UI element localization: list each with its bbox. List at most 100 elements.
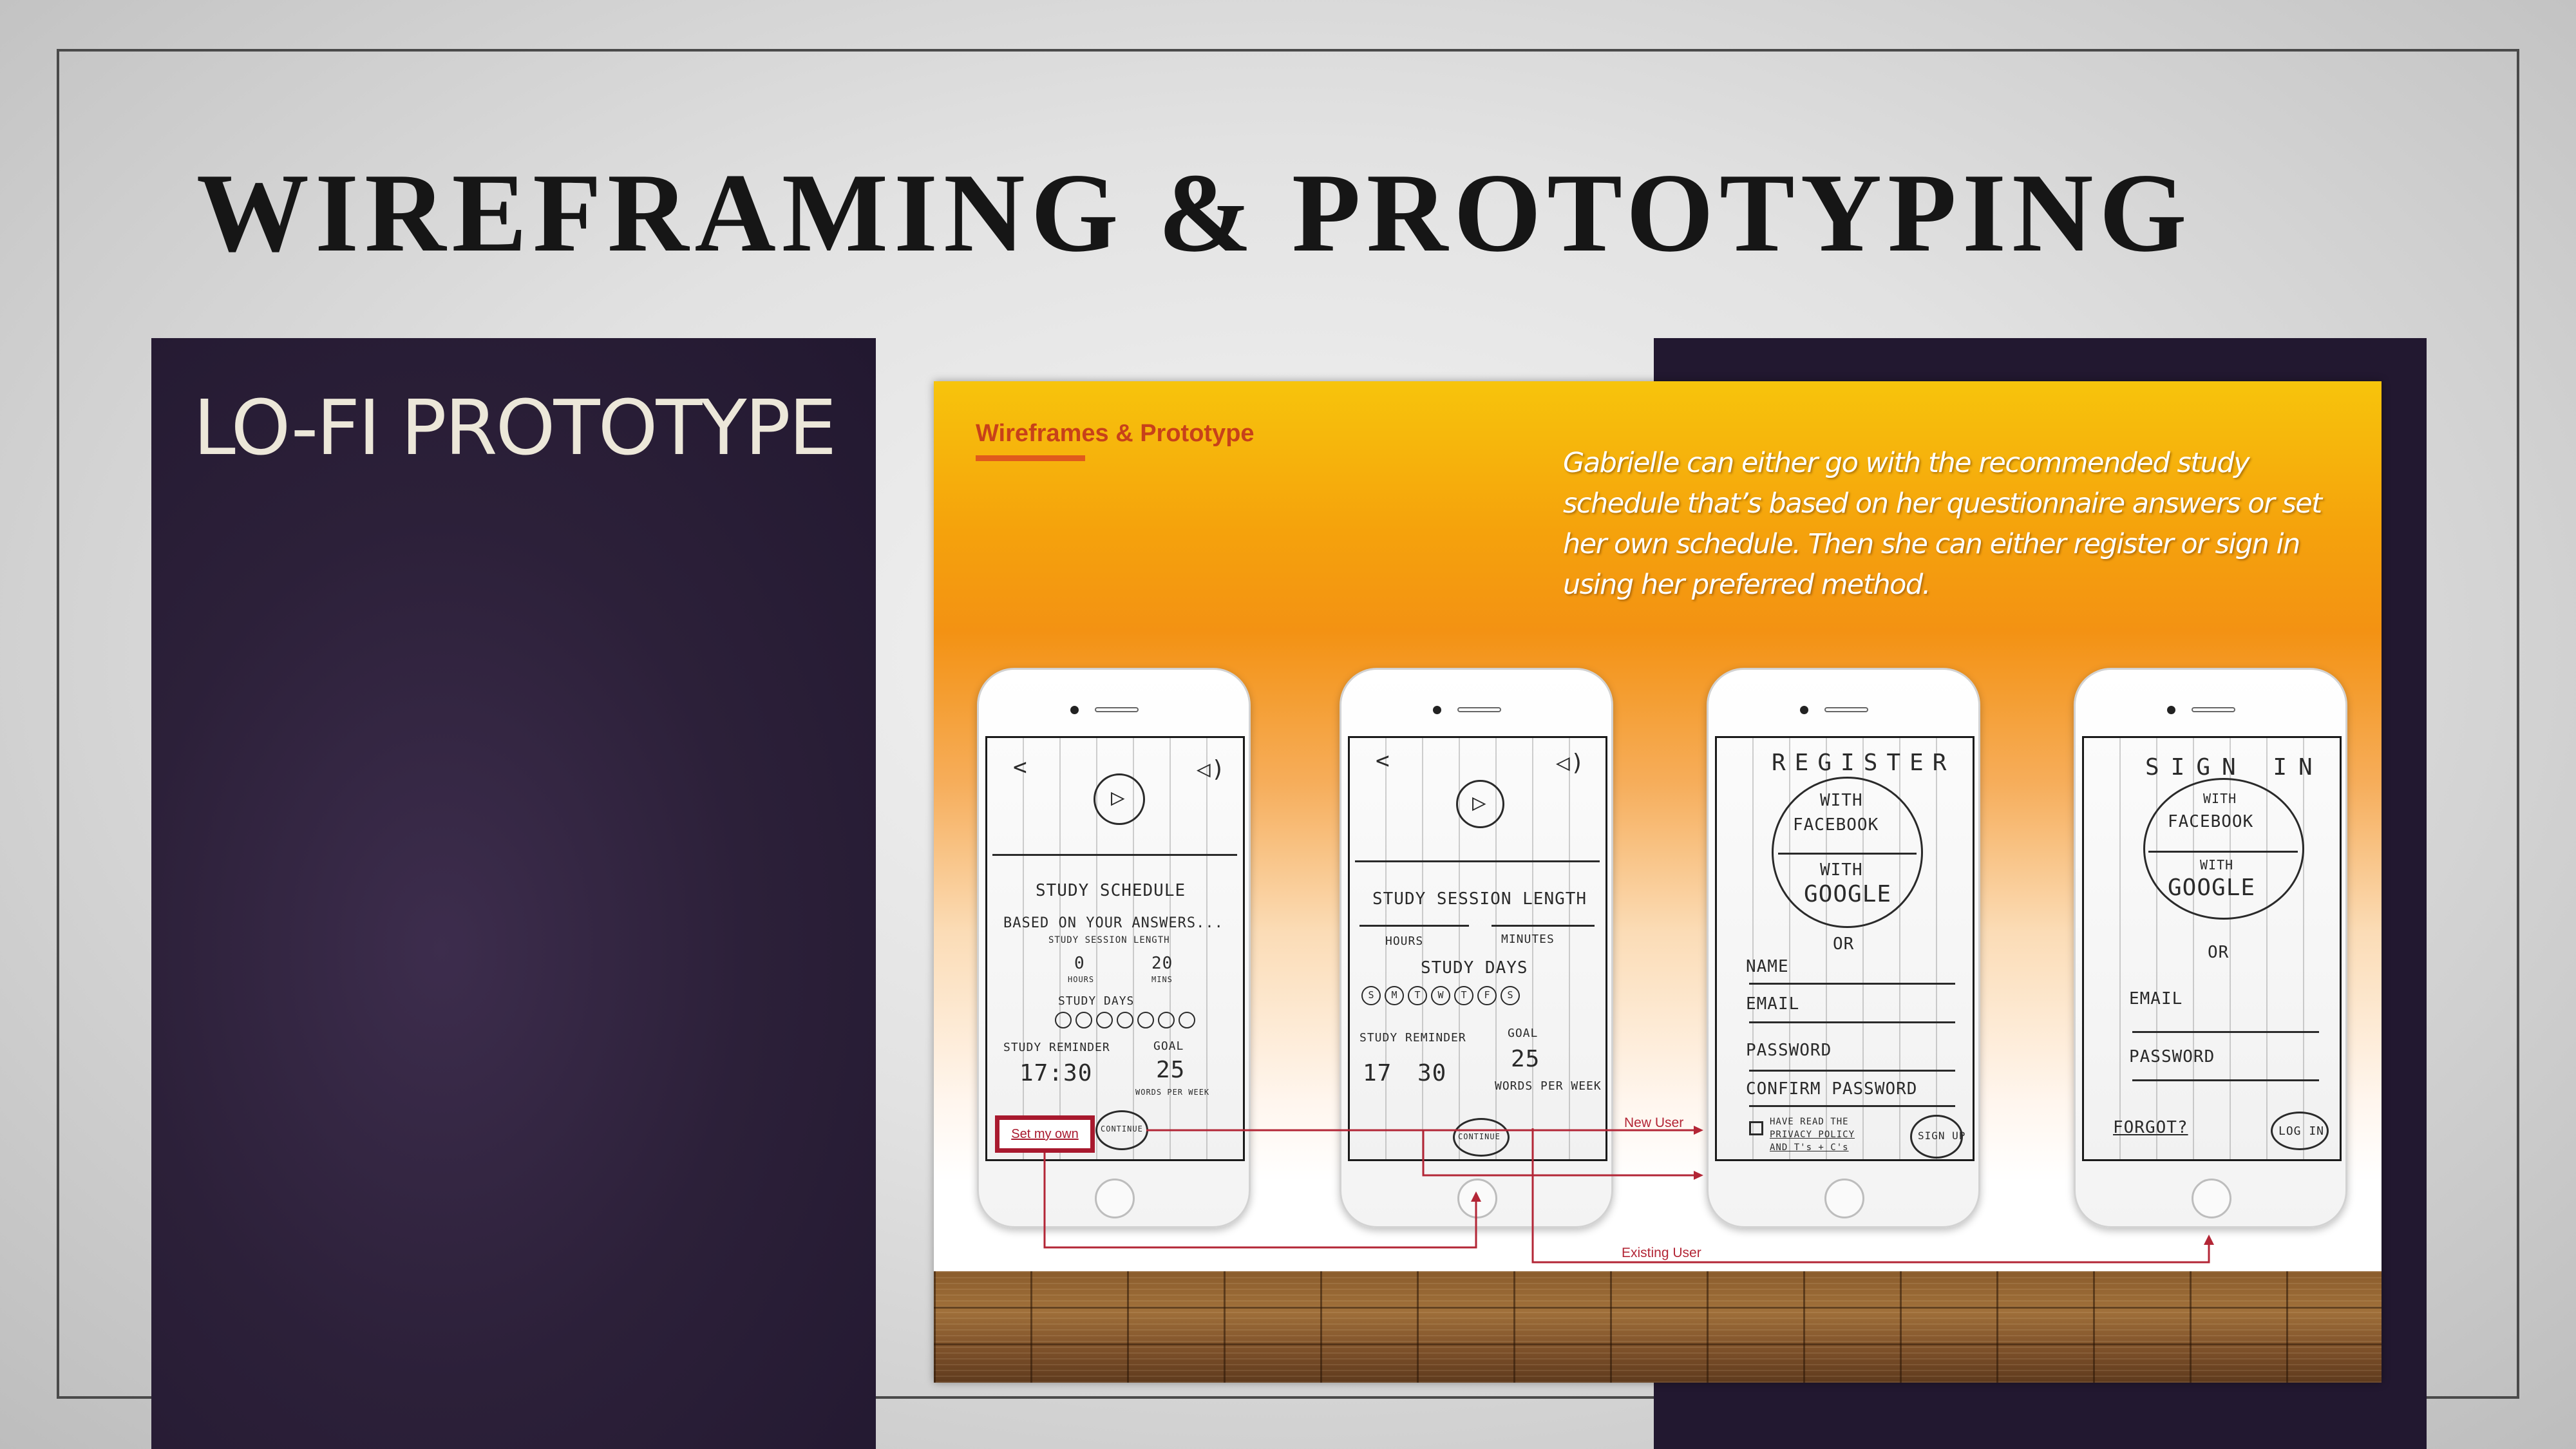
play-icon[interactable] xyxy=(1094,773,1145,825)
camera-dot xyxy=(1433,706,1441,714)
existing-user-label: Existing User xyxy=(1622,1245,1701,1260)
study-day-toggles[interactable] xyxy=(1055,1012,1199,1032)
forgot-password-link[interactable]: FORGOT? xyxy=(2113,1118,2188,1137)
sketch-screen: SIGN IN WITH FACEBOOK WITH GOOGLE OR EMA… xyxy=(2082,736,2342,1161)
embedded-slide-label: Wireframes & Prototype xyxy=(976,420,1255,447)
arrowhead-right-icon xyxy=(1694,1126,1703,1135)
goal-unit: WORDS PER WEEK xyxy=(1495,1079,1602,1093)
reminder-time-value[interactable]: 17:30 xyxy=(1019,1060,1093,1086)
email-label: EMAIL xyxy=(1746,994,1800,1014)
password-label: PASSWORD xyxy=(2129,1047,2215,1066)
confirm-password-field[interactable] xyxy=(1749,1105,1955,1107)
phone-custom-schedule: < ▷ ◁) STUDY SESSION LENGTH HOURS MINUTE… xyxy=(1340,668,1613,1228)
play-icon[interactable] xyxy=(1456,780,1504,828)
sign-up-label: SIGN UP xyxy=(1918,1130,1966,1142)
google-button[interactable]: GOOGLE xyxy=(2168,875,2256,901)
study-days-label: STUDY DAYS xyxy=(1058,994,1135,1008)
name-field[interactable] xyxy=(1749,983,1955,985)
password-field[interactable] xyxy=(1749,1070,1955,1072)
google-button[interactable]: GOOGLE xyxy=(1804,881,1892,907)
email-label: EMAIL xyxy=(2129,989,2183,1009)
log-in-button[interactable] xyxy=(2271,1112,2329,1150)
continue-button[interactable] xyxy=(1453,1118,1510,1157)
left-panel: LO-FI PROTOTYPE xyxy=(151,338,876,1449)
sketch-heading: REGISTER xyxy=(1772,750,1956,776)
or-divider: OR xyxy=(1833,934,1855,954)
new-user-label: New User xyxy=(1624,1115,1684,1130)
play-triangle-icon: ▷ xyxy=(1472,790,1487,816)
goal-value[interactable]: 25 xyxy=(1156,1057,1186,1083)
study-days-label: STUDY DAYS xyxy=(1421,958,1528,978)
social-divider xyxy=(2148,851,2298,853)
slide-title: WIREFRAMING & PROTOTYPING xyxy=(196,150,2193,275)
sketch-screen: < ▷ ◁) STUDY SCHEDULE BASED ON YOUR ANSW… xyxy=(985,736,1245,1161)
back-arrow-icon[interactable]: < xyxy=(1013,754,1028,781)
phone-register: REGISTER WITH FACEBOOK WITH GOOGLE OR NA… xyxy=(1707,668,1980,1228)
password-label: PASSWORD xyxy=(1746,1041,1832,1060)
minutes-label: MINUTES xyxy=(1501,933,1555,946)
speaker-slot xyxy=(2192,707,2235,712)
play-triangle-icon: ▷ xyxy=(1111,784,1126,811)
home-button xyxy=(1824,1179,1864,1218)
terms-line-1: HAVE READ THE xyxy=(1770,1117,1849,1127)
terms-link[interactable]: AND T's + C's xyxy=(1770,1142,1849,1153)
email-field[interactable] xyxy=(1749,1021,1955,1023)
email-field[interactable] xyxy=(2132,1031,2319,1033)
hours-value: 0 xyxy=(1074,954,1085,973)
speaker-slot xyxy=(1095,707,1139,712)
set-my-own-button[interactable]: Set my own xyxy=(995,1115,1095,1153)
goal-value[interactable]: 25 xyxy=(1511,1046,1540,1072)
social-login-circle xyxy=(1772,777,1923,928)
facebook-button[interactable]: FACEBOOK xyxy=(2168,812,2254,831)
speaker-slot xyxy=(1824,707,1868,712)
flow-arrows xyxy=(1043,1126,2214,1264)
sketch-heading: STUDY SCHEDULE xyxy=(1036,881,1186,900)
back-arrow-icon[interactable]: < xyxy=(1376,748,1390,774)
sound-icon[interactable]: ◁) xyxy=(1197,756,1226,782)
sketch-screen: < ▷ ◁) STUDY SESSION LENGTH HOURS MINUTE… xyxy=(1348,736,1607,1161)
reminder-label: STUDY REMINDER xyxy=(1003,1041,1110,1054)
minutes-label: MINS xyxy=(1151,975,1173,984)
log-in-label: LOG IN xyxy=(2278,1124,2325,1138)
social-divider xyxy=(1778,853,1917,855)
embedded-slide-underline xyxy=(976,455,1085,461)
arrowhead-up-icon xyxy=(1471,1191,1481,1202)
embedded-prototype-slide: Wireframes & Prototype Gabrielle can eit… xyxy=(934,381,2382,1383)
wood-floor xyxy=(934,1271,2382,1383)
sketch-heading: STUDY SESSION LENGTH xyxy=(1372,889,1587,909)
facebook-button[interactable]: FACEBOOK xyxy=(1793,815,1879,835)
existing-user-flow-arrow xyxy=(1531,1128,2210,1264)
header-divider xyxy=(1355,860,1600,862)
social-login-circle xyxy=(2143,778,2304,920)
sketch-heading: SIGN IN xyxy=(2145,754,2324,781)
arrowhead-right-icon xyxy=(1694,1171,1703,1180)
password-field[interactable] xyxy=(2132,1079,2319,1081)
with-facebook-prefix: WITH xyxy=(1820,791,1863,810)
sign-up-button[interactable] xyxy=(1910,1115,1963,1159)
reminder-label: STUDY REMINDER xyxy=(1359,1031,1466,1045)
section-title: LO-FI PROTOTYPE xyxy=(193,383,837,472)
speaker-slot xyxy=(1457,707,1501,712)
name-label: NAME xyxy=(1746,957,1789,976)
reminder-hour-stepper[interactable]: 17 xyxy=(1363,1060,1392,1086)
minutes-slider[interactable] xyxy=(1492,925,1595,927)
with-facebook-prefix: WITH xyxy=(2203,791,2237,806)
sound-icon[interactable]: ◁) xyxy=(1556,750,1586,776)
privacy-policy-link[interactable]: PRIVACY POLICY xyxy=(1770,1130,1855,1140)
hours-slider[interactable] xyxy=(1359,925,1469,927)
sketch-subheading: BASED ON YOUR ANSWERS... xyxy=(1003,915,1224,931)
header-divider xyxy=(992,854,1237,856)
slide-frame xyxy=(57,49,2519,1399)
home-button xyxy=(2192,1179,2231,1218)
terms-checkbox[interactable] xyxy=(1749,1121,1763,1135)
sketch-screen: REGISTER WITH FACEBOOK WITH GOOGLE OR NA… xyxy=(1715,736,1975,1161)
continue-label: CONTINUE xyxy=(1458,1132,1501,1141)
confirm-password-label: CONFIRM PASSWORD xyxy=(1746,1079,1918,1099)
session-length-label: STUDY SESSION LENGTH xyxy=(1048,935,1170,945)
arrowhead-up-icon xyxy=(2204,1235,2214,1245)
reminder-minute-stepper[interactable]: 30 xyxy=(1417,1060,1447,1086)
new-user-flow-line xyxy=(1146,1129,1697,1177)
phone-sign-in: SIGN IN WITH FACEBOOK WITH GOOGLE OR EMA… xyxy=(2074,668,2347,1228)
minutes-value: 20 xyxy=(1151,954,1173,973)
